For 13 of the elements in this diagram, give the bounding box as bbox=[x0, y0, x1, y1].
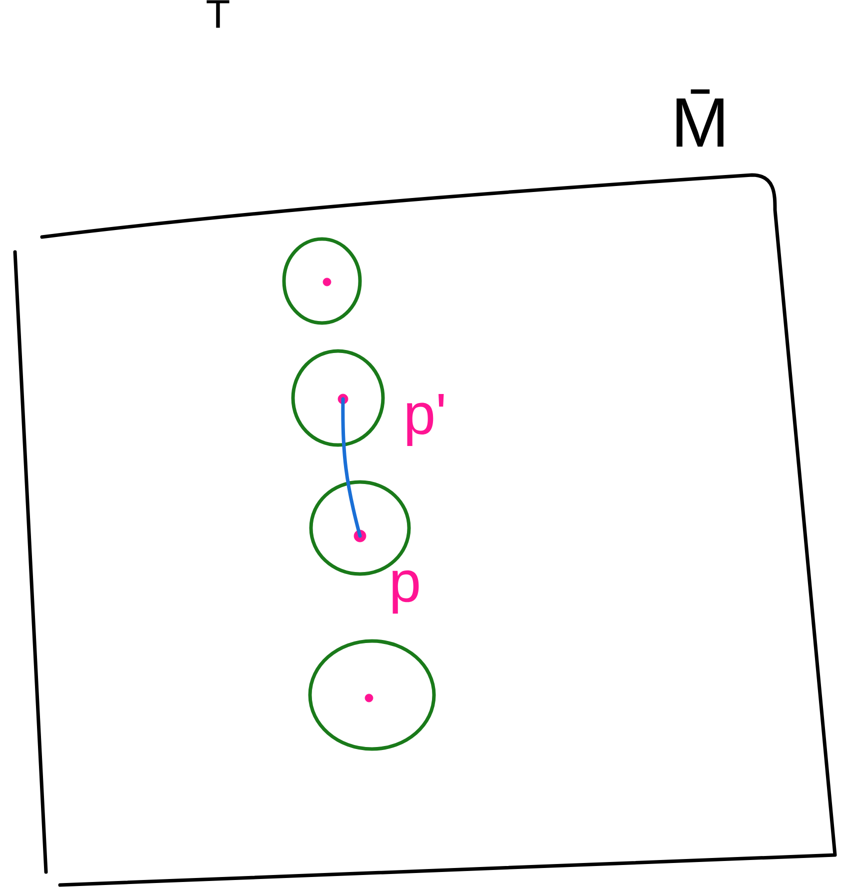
sheet-outline bbox=[13, 173, 837, 887]
letter-label: p' bbox=[407, 394, 444, 446]
dot bbox=[364, 694, 374, 702]
dot bbox=[338, 394, 348, 404]
letter-label: T bbox=[206, 0, 230, 28]
circle bbox=[308, 639, 436, 751]
dot bbox=[322, 278, 332, 286]
line bbox=[341, 397, 362, 538]
letter-label: p bbox=[392, 570, 419, 614]
dot bbox=[354, 530, 366, 542]
circle bbox=[291, 349, 385, 447]
letter-label: M̄ bbox=[676, 89, 724, 147]
circle bbox=[282, 237, 362, 325]
